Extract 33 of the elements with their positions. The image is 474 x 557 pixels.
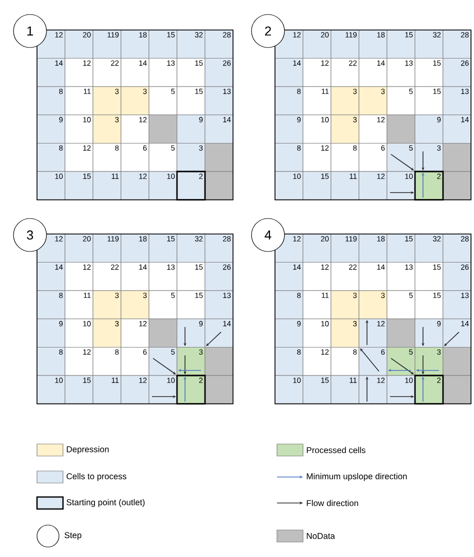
arrow xyxy=(366,376,368,402)
arrow xyxy=(422,150,424,170)
grid-cell xyxy=(386,114,416,144)
arrow xyxy=(444,332,460,346)
grid-cell xyxy=(204,375,234,404)
arrow xyxy=(390,154,414,170)
grid-cell xyxy=(442,375,472,404)
arrow xyxy=(390,358,414,374)
grid-cell xyxy=(204,346,234,376)
grid-cell xyxy=(442,142,472,172)
grid-cell xyxy=(148,318,178,348)
grid-cell xyxy=(386,318,416,348)
legend-label: NoData xyxy=(306,533,336,539)
legend-label: Flow direction xyxy=(306,500,358,506)
grid-cell xyxy=(442,346,472,376)
legend-label: Minimum upslope direction xyxy=(306,473,407,481)
grid-cell xyxy=(204,171,234,200)
arrow xyxy=(206,332,222,346)
arrow xyxy=(422,376,424,402)
arrow xyxy=(422,354,424,374)
arrow xyxy=(422,172,424,198)
grid-cell xyxy=(442,171,472,200)
grid-cell xyxy=(148,114,178,144)
legend-label: Step xyxy=(64,532,82,540)
grid-cell xyxy=(204,142,234,172)
arrow xyxy=(184,354,186,374)
legend-label: Processed cells xyxy=(306,446,366,454)
legend-label: Starting point (outlet) xyxy=(66,499,145,507)
legend-label: Depression xyxy=(66,446,109,454)
legend-label: Cells to process xyxy=(66,473,126,481)
arrow xyxy=(184,376,186,402)
arrow xyxy=(360,348,380,372)
arrow xyxy=(152,358,176,374)
